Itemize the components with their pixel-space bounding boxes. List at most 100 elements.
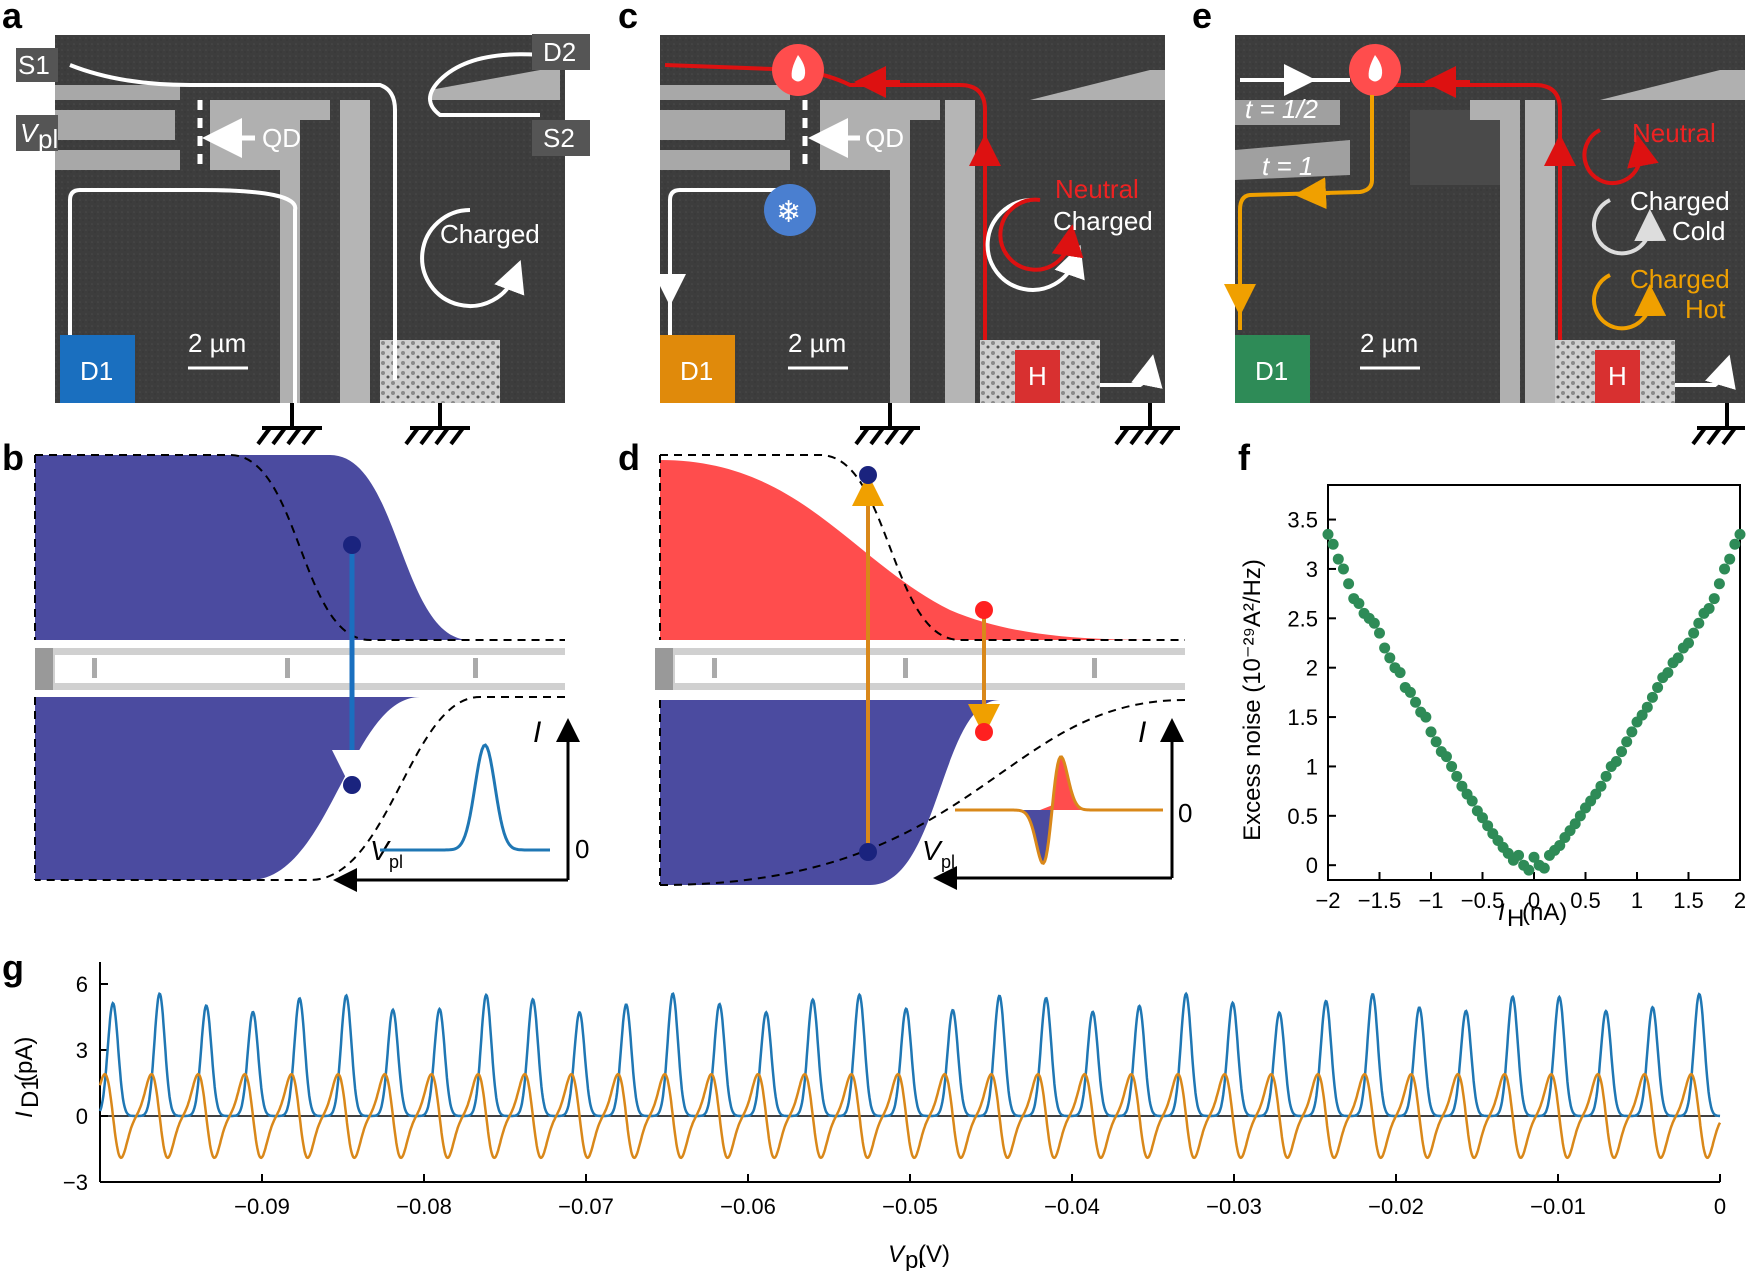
f-xtick-label: −1.5 [1358,888,1401,913]
f-data-point [1616,746,1628,758]
f-data-point [1662,667,1674,679]
panel-f-points [1322,528,1746,876]
fermi-top-fill-b [35,455,565,640]
level-mark-d1 [712,658,717,678]
d2-label: D2 [543,37,576,67]
f-ytick-label: 3.5 [1287,508,1318,533]
qd-bar-inner-b [55,655,565,683]
f-data-point [1610,756,1622,767]
f-data-point [1719,563,1731,575]
edge-path-cold-c [668,188,780,380]
gate-strip-e [1525,100,1555,403]
f-xlabel-main: I [1498,899,1505,926]
gates-e [1235,100,1350,180]
f-data-point [1477,812,1488,824]
f-data-point [1595,780,1607,792]
fermi-bottom-dash-b [35,696,565,881]
f-data-point [1641,701,1653,713]
vpl-box-a [16,115,58,151]
rotation-arrow-charged-hot-e [1592,273,1667,331]
edge-path-hot-e [1380,83,1562,340]
f-xtick-label: 0.5 [1570,888,1601,913]
rotation-arrow-charged-c [985,198,1085,292]
qd-label-c: QD [865,123,904,153]
f-data-point [1322,528,1334,540]
g-xtick-label: −0.06 [720,1194,776,1219]
heater-box-c [1015,350,1060,403]
f-data-point [1713,578,1725,590]
g-series-derivative [98,1072,1722,1160]
d1-label-a: D1 [80,356,113,386]
fermi-top-dash-d [660,454,1185,641]
vpl-sub-b: pl [389,852,403,872]
g-xtick-label: −0.03 [1206,1194,1262,1219]
f-data-point [1569,818,1581,830]
d1-label-c: D1 [680,356,713,386]
snowflake-icon-c [764,184,816,236]
rotation-arrow-charged-cold-e [1592,198,1667,256]
rotation-arrow-a [420,208,525,308]
scale-label-c: 2 µm [788,328,846,358]
f-data-point [1482,820,1494,832]
g-xlabel-main: V [888,1241,906,1268]
f-data-point [1337,563,1349,575]
electron-dot-b2 [343,776,361,794]
zero-label-b: 0 [575,834,589,864]
f-xlabel-sub: H [1507,905,1524,932]
level-mark-d3 [1092,658,1097,678]
f-data-point [1368,617,1380,629]
electron-dot-d4 [975,723,993,741]
f-data-point [1456,780,1468,792]
d1-box-e [1235,335,1310,403]
g-xtick-label: −0.05 [882,1194,938,1219]
f-data-point [1554,839,1566,851]
f-xtick-label: 2 [1734,888,1746,913]
level-mark-b1 [92,658,97,678]
heater-box-e [1595,350,1640,403]
f-data-point [1466,795,1478,807]
g-xtick-label: −0.07 [558,1194,614,1219]
f-data-point [1729,538,1741,550]
panel-label-f: f [1238,437,1251,478]
edge-path-d1 [68,188,298,403]
g-xtick-label: −0.09 [234,1194,290,1219]
rotation-arrow-neutral-e [1582,128,1659,186]
t-one-label: t = 1 [1262,151,1313,181]
panel-label-g: g [2,947,24,988]
derivative-fill-positive-d [1040,756,1163,810]
gate-right-e [1470,100,1520,403]
scale-label-e: 2 µm [1360,328,1418,358]
charged-hot-label-1: Charged [1630,264,1730,294]
electron-dot-b1 [343,536,361,554]
neutral-label-e: Neutral [1632,118,1716,148]
panel-label-e: e [1192,0,1212,36]
fermi-bottom-dash-d [659,699,1186,886]
f-data-point [1446,760,1458,772]
fermi-bottom-fill-b [35,697,565,880]
g-ylabel-sub: D1 [17,1077,44,1108]
qd-label-a: QD [262,123,301,153]
gate-right-a [210,100,330,403]
d1-box-a [60,335,135,403]
f-data-point [1724,553,1736,565]
s1-box [16,48,58,82]
s1-label: S1 [18,50,50,80]
f-data-point [1410,696,1422,708]
f-ytick-label: 1.5 [1287,705,1318,730]
charged-cold-label-2: Cold [1672,216,1725,246]
f-xtick-label: −0.5 [1461,888,1504,913]
f-data-point [1513,849,1525,861]
hot-arrow-left-e2 [1294,177,1331,210]
panel-label-c: c [618,0,638,36]
f-data-point [1636,709,1648,721]
heater-label-c: H [1028,361,1047,391]
panel-d: d I 0 V pl [618,437,1192,890]
f-data-point [1528,851,1540,863]
s2-box [532,120,590,156]
charged-label-a: Charged [440,219,540,249]
derivative-curve-d [955,755,1163,866]
f-data-point [1600,770,1612,782]
f-xtick-label: −2 [1315,888,1340,913]
heater-label-e: H [1608,361,1627,391]
panel-a: a S1 V pl D2 S2 QD Charged D1 2 µm [2,0,590,446]
